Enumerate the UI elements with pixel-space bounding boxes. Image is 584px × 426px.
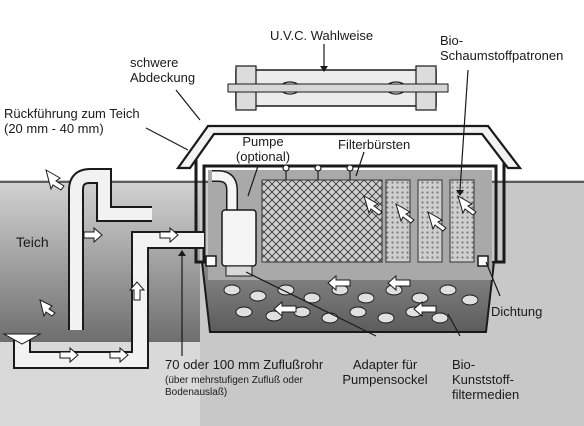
label-bio-foam-line2: Schaumstoffpatronen [440,48,564,63]
label-uvc: U.V.C. Wahlweise [270,28,374,43]
label-inlet-sub-line2: Bodenauslaß) [165,387,228,398]
label-pond: Teich [16,234,49,250]
label-return-line2: (20 mm - 40 mm) [4,121,104,136]
label-pump: Pumpe (optional) [228,134,298,164]
label-adapter-line2: Pumpensockel [342,372,428,387]
label-brushes: Filterbürsten [338,137,411,152]
label-cover-line1: schwere [130,55,179,70]
leader-arrowheads [178,66,464,256]
pump-body [221,209,257,267]
label-bio-media: Bio- Kunststoff- filtermedien [452,357,519,402]
label-bio-foam-line1: Bio- [440,33,464,48]
uvc-bar [227,83,449,93]
seal-right [477,255,489,267]
flow-arrows-lower [273,274,437,318]
label-pump-line1: Pumpe [242,134,284,149]
label-bio-foam: Bio- Schaumstoffpatronen [440,33,563,63]
label-inlet: 70 oder 100 mm Zuflußrohr [165,357,323,372]
label-return: Rückführung zum Teich (20 mm - 40 mm) [4,106,140,136]
foam-cartridge-1 [385,179,411,263]
bio-plastic-media [223,284,479,324]
label-inlet-main: 70 oder 100 mm Zuflußrohr [165,357,324,372]
heavy-lid [175,124,523,170]
seal-left [205,255,217,267]
foam-cartridge-3 [449,179,475,263]
label-cover-line2: Abdeckung [130,70,196,85]
label-pump-line2: (optional) [235,149,291,164]
label-inlet-sub: (über mehrstufigen Zufluß oder Bodenausl… [165,375,303,399]
label-seal: Dichtung [491,304,543,319]
brush-handles [282,164,354,180]
flow-arrows-upper [363,194,477,232]
label-bio-media-line3: filtermedien [452,387,520,402]
leader-lines [145,44,501,356]
label-bio-media-line1: Bio- [452,357,476,372]
label-return-line1: Rückführung zum Teich [4,106,140,121]
label-adapter: Adapter für Pumpensockel [340,357,430,387]
filter-brush-block [261,179,383,263]
label-inlet-sub-line1: (über mehrstufigen Zufluß oder [165,375,303,386]
bottom-drain [2,333,42,345]
label-bio-media-line2: Kunststoff- [452,372,514,387]
label-adapter-line1: Adapter für [352,357,418,372]
label-cover: schwere Abdeckung [130,55,195,85]
pipe-flow-arrows [39,168,179,364]
pump-adapter [225,265,253,277]
